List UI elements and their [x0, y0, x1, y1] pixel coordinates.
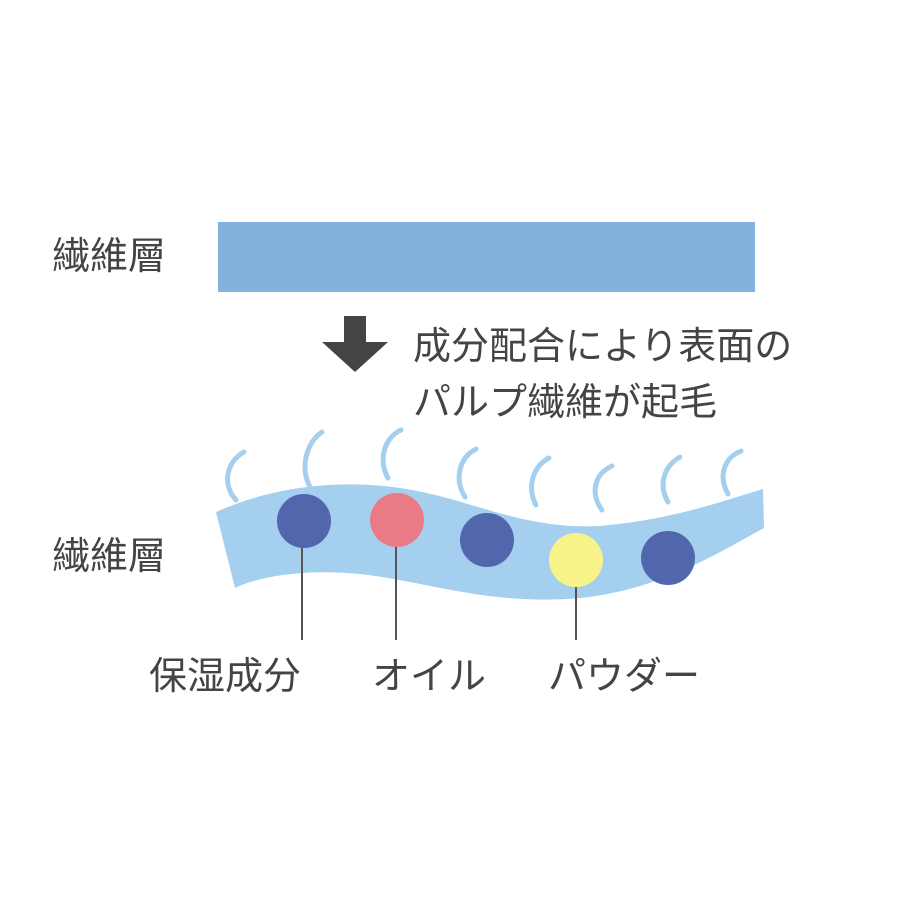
raised-fiber — [660, 454, 683, 505]
fiber-layer-flat — [218, 222, 755, 292]
particle-moisturizer — [460, 513, 514, 567]
caption-line-2: パルプ繊維が起毛 — [413, 380, 718, 424]
caption: 成分配合により表面の パルプ繊維が起毛 — [413, 318, 792, 430]
moisturizer-label: 保湿成分 — [149, 654, 302, 698]
arrow-shaft — [344, 316, 366, 342]
oil-label: オイル — [372, 654, 487, 698]
particle-moisturizer — [277, 494, 331, 548]
raised-fiber — [380, 427, 404, 481]
arrow-down-icon — [322, 316, 388, 372]
raised-fiber — [529, 455, 552, 508]
arrow-head — [322, 342, 388, 372]
raised-fiber — [592, 463, 615, 513]
powder-label: パウダー — [548, 654, 701, 698]
caption-line-1: 成分配合により表面の — [413, 324, 793, 368]
raised-fiber — [720, 448, 744, 497]
particle-oil — [370, 493, 424, 547]
raised-fiber — [302, 429, 325, 490]
particle-moisturizer — [641, 531, 695, 585]
raised-fiber — [456, 446, 479, 500]
raised-fiber — [225, 449, 247, 503]
fiber-layer-label-before: 繊維層 — [52, 234, 167, 278]
particles — [277, 493, 695, 587]
fiber-layer-label-after: 繊維層 — [52, 534, 167, 578]
raised-fibers — [225, 427, 744, 513]
particle-powder — [549, 533, 603, 587]
